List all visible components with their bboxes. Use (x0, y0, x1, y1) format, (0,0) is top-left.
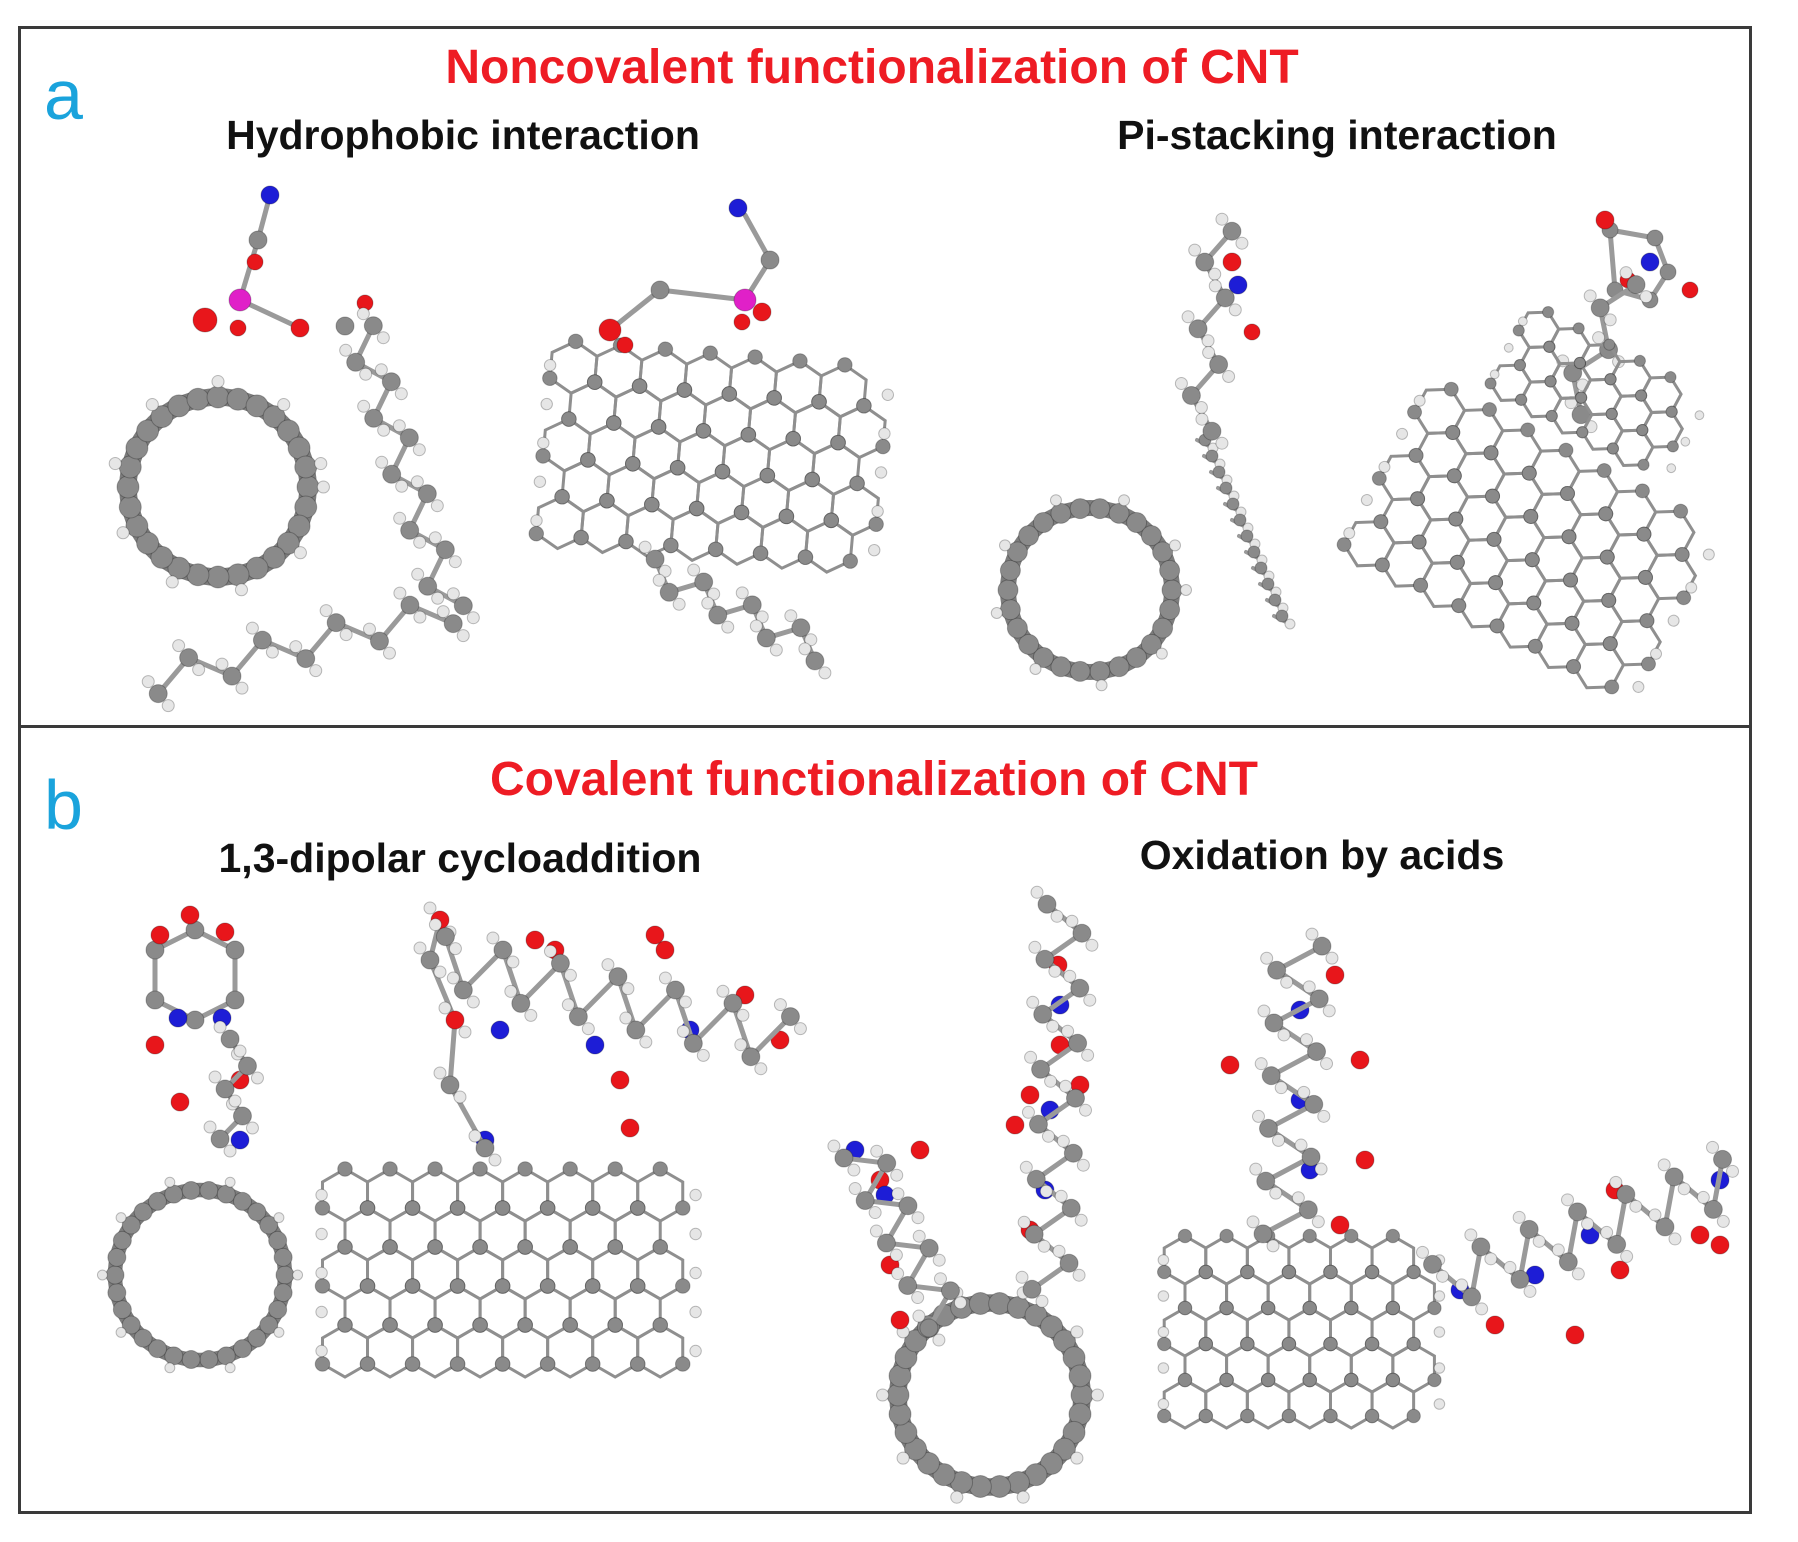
figure-frame (18, 26, 1752, 1514)
panel-a-left-caption: Hydrophobic interaction (226, 112, 700, 158)
alkyl-chain-1 (339, 307, 480, 625)
dtpa-arm (428, 918, 807, 1076)
panel-b-letter: b (44, 766, 83, 844)
pi-stack-chain (1556, 266, 1653, 434)
panel-b-right-caption: Oxidation by acids (1139, 832, 1505, 878)
panel-a-letter: a (44, 56, 83, 134)
ox-chain-left (827, 1139, 967, 1347)
ox-chain-up (1015, 885, 1099, 1308)
panel-divider (18, 725, 1752, 728)
cnt-tube-oxidation (1156, 1228, 1446, 1430)
cnt-tube-cycloaddition (314, 1161, 702, 1379)
cycloaddition-adduct-ring (145, 905, 250, 1150)
adduct-chain-a (203, 1020, 264, 1158)
cnt-ring-pistacking (990, 494, 1192, 692)
cnt-ring-oxidation (876, 1286, 1104, 1504)
pi-chain (1174, 212, 1249, 450)
panel-b-title: Covalent functionalization of CNT (490, 753, 1258, 806)
ox-tube-chain-right (1416, 1140, 1740, 1316)
phospholipid-head-2 (598, 198, 780, 354)
cnt-tube-pistacking (1336, 381, 1715, 695)
panel-a-title: Noncovalent functionalization of CNT (445, 41, 1299, 94)
ox-tube-chain-up (1246, 927, 1339, 1253)
graphene-stack (1484, 306, 1705, 474)
cnt-ring-hydrophobic (108, 375, 330, 597)
alkyl-chain-1b (141, 586, 470, 713)
alkyl-chain-2 (638, 540, 832, 680)
cnt-ring-cycloaddition (96, 1176, 304, 1374)
cnt-tube-hydrophobic (528, 333, 895, 574)
cycloaddition-adduct-tube (475, 925, 790, 1150)
panel-a-right-caption: Pi-stacking interaction (1117, 112, 1557, 158)
pyrene-linker (1195, 252, 1296, 630)
phospholipid-head-1 (192, 185, 374, 338)
panel-b-left-caption: 1,3-dipolar cycloaddition (218, 835, 702, 881)
dtpa-chain (413, 901, 502, 1167)
